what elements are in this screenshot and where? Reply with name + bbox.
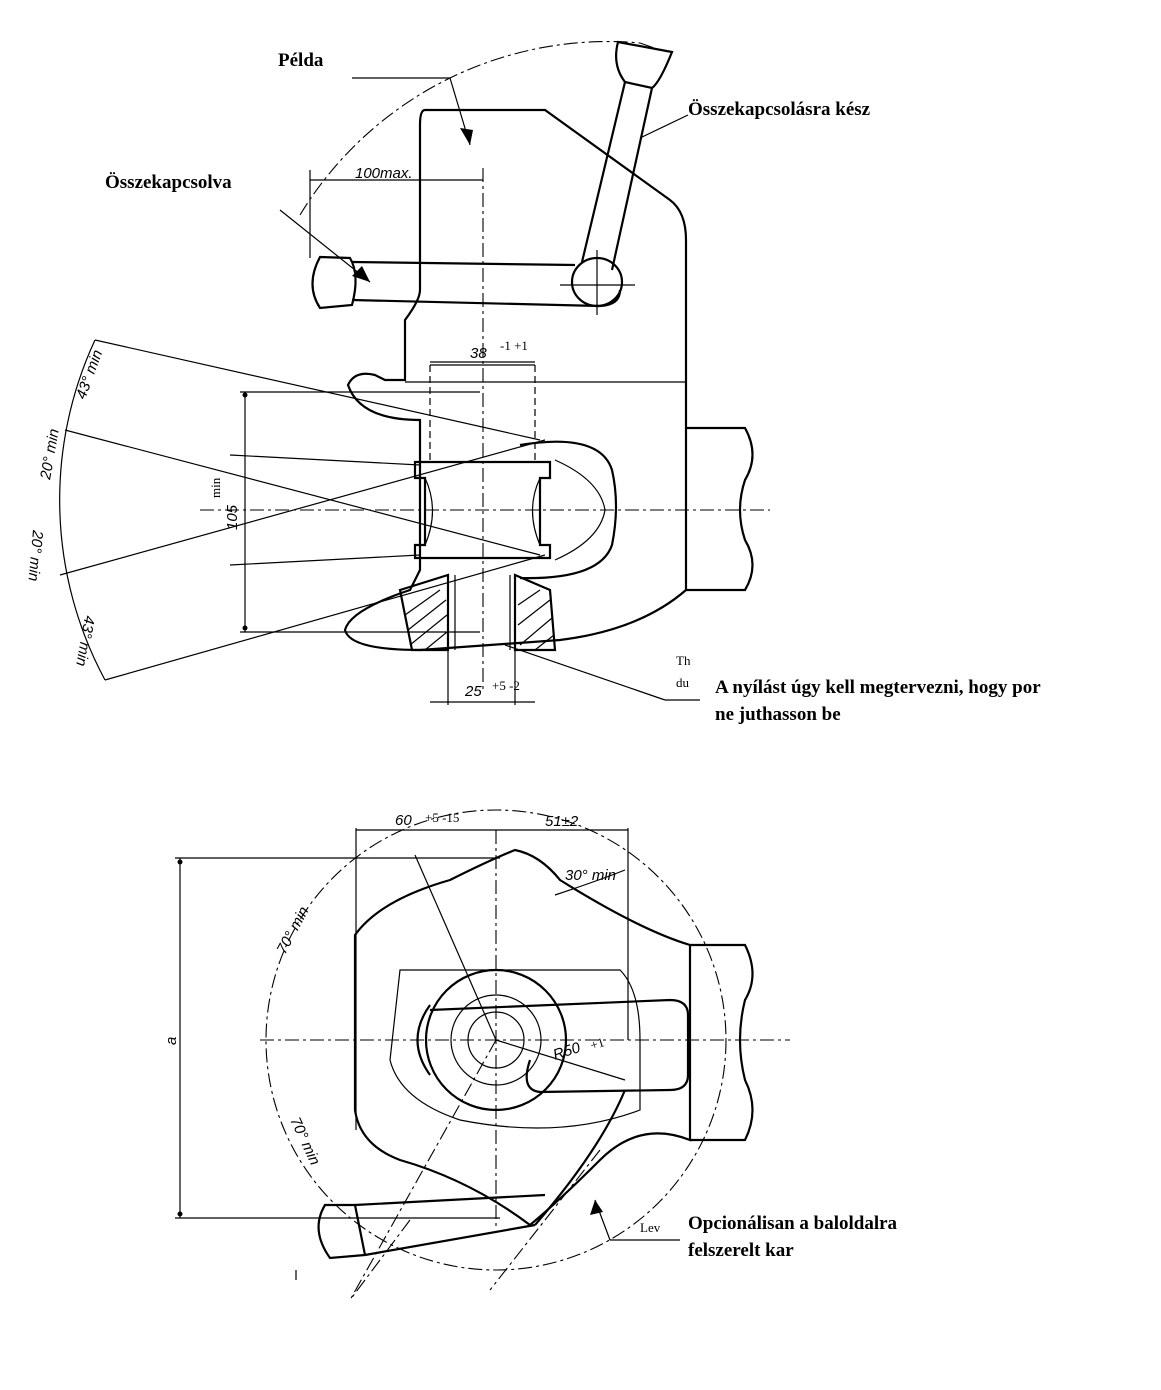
bottom-inner-contour — [389, 969, 641, 1129]
angle-20-top: 20° min — [37, 427, 63, 481]
arc-30 — [554, 869, 626, 896]
pin-left-boss — [416, 1004, 431, 1076]
lever-axis-2 — [489, 1149, 601, 1291]
bottom-rear-flange — [690, 943, 754, 1142]
motion-circle — [265, 809, 727, 1271]
svg-text:-1 +1: -1 +1 — [500, 338, 528, 353]
motion-arc-end — [639, 42, 661, 51]
dim-100-label: 100max. — [355, 165, 413, 182]
label-nyilas-1: A nyílást úgy kell megtervezni, hogy por — [715, 677, 1041, 698]
dim-a-label: a — [163, 1037, 180, 1045]
label-pelda: Példa — [278, 50, 324, 71]
pin-outer-circle — [424, 968, 568, 1112]
dim-38: 38 -1 +1 — [430, 338, 535, 363]
remnant-lev: Lev — [640, 1220, 661, 1235]
label-opcionalis-1: Opcionálisan a baloldalra — [688, 1213, 898, 1234]
remnant-th: Th — [676, 653, 691, 668]
angle-70-bot: 70° min — [286, 1115, 323, 1168]
lever-axis-1 — [349, 1039, 497, 1301]
bottom-slot — [429, 998, 690, 1094]
jaw-mouth — [519, 440, 618, 580]
ray-r50 — [495, 1039, 626, 1081]
coupling-body-outline — [343, 108, 688, 652]
svg-text:+1: +1 — [588, 1034, 606, 1053]
dim-105-label: 105 — [224, 504, 241, 530]
dim-38-label: 38 — [470, 345, 487, 362]
angle-rays — [59, 339, 546, 681]
angle-43-top: 43° min — [73, 348, 106, 402]
angle-20-bot: 20° min — [25, 529, 46, 582]
top-view: 105 min 100max. 38 -1 +1 25 +5 -2 43° mi… — [25, 40, 1041, 725]
pin-middle-circle — [450, 994, 542, 1086]
r50-label: R50 — [551, 1039, 583, 1064]
coupling-pin — [413, 364, 552, 560]
motion-arc-top — [299, 41, 641, 216]
svg-text:+5 -2: +5 -2 — [492, 678, 520, 693]
dim-51: 51±2 — [496, 813, 629, 1040]
dim-51-label: 51±2 — [545, 813, 579, 830]
jaw-inner — [554, 459, 606, 561]
label-nyilas-2: ne juthasson be — [715, 704, 841, 725]
bottom-lever-icon — [317, 1089, 627, 1260]
dim-100max: 100max. — [309, 165, 483, 258]
rear-flange — [686, 426, 754, 592]
label-kesz: Összekapcsolásra kész — [688, 99, 871, 120]
remnant-du: du — [676, 675, 690, 690]
pin-inner-circle — [467, 1011, 525, 1069]
label-opcionalis-2: felszerelt kar — [688, 1240, 794, 1261]
leader-nyilas — [504, 644, 666, 701]
dim-25: 25 +5 -2 — [430, 650, 535, 705]
svg-text:min: min — [208, 477, 223, 498]
bottom-bush-hatched — [398, 573, 557, 652]
leader-osszekapcsolva — [279, 209, 371, 283]
label-osszekapcsolva: Összekapcsolva — [105, 172, 232, 193]
lever-ready-icon — [560, 40, 674, 315]
dim-60: 60 +5 -15 — [355, 810, 496, 1130]
ray-70-top — [414, 854, 497, 1041]
dim-60-label: 60 — [395, 812, 412, 829]
lever-coupled-icon — [311, 255, 622, 310]
bottom-view: 60 +5 -15 51±2 30° min a 70° min 70° min… — [163, 809, 898, 1301]
svg-text:+5 -15: +5 -15 — [425, 810, 459, 825]
dim-a: a — [163, 857, 500, 1219]
angle-30-label: 30° min — [565, 867, 616, 884]
dim-105: 105 min — [208, 391, 480, 633]
ray-70-bot — [349, 1219, 411, 1301]
dim-25-label: 25 — [464, 683, 482, 700]
angle-43-bot: 43° min — [72, 614, 98, 667]
angle-70-top: 70° min — [274, 904, 313, 957]
leader-kesz — [639, 114, 689, 139]
